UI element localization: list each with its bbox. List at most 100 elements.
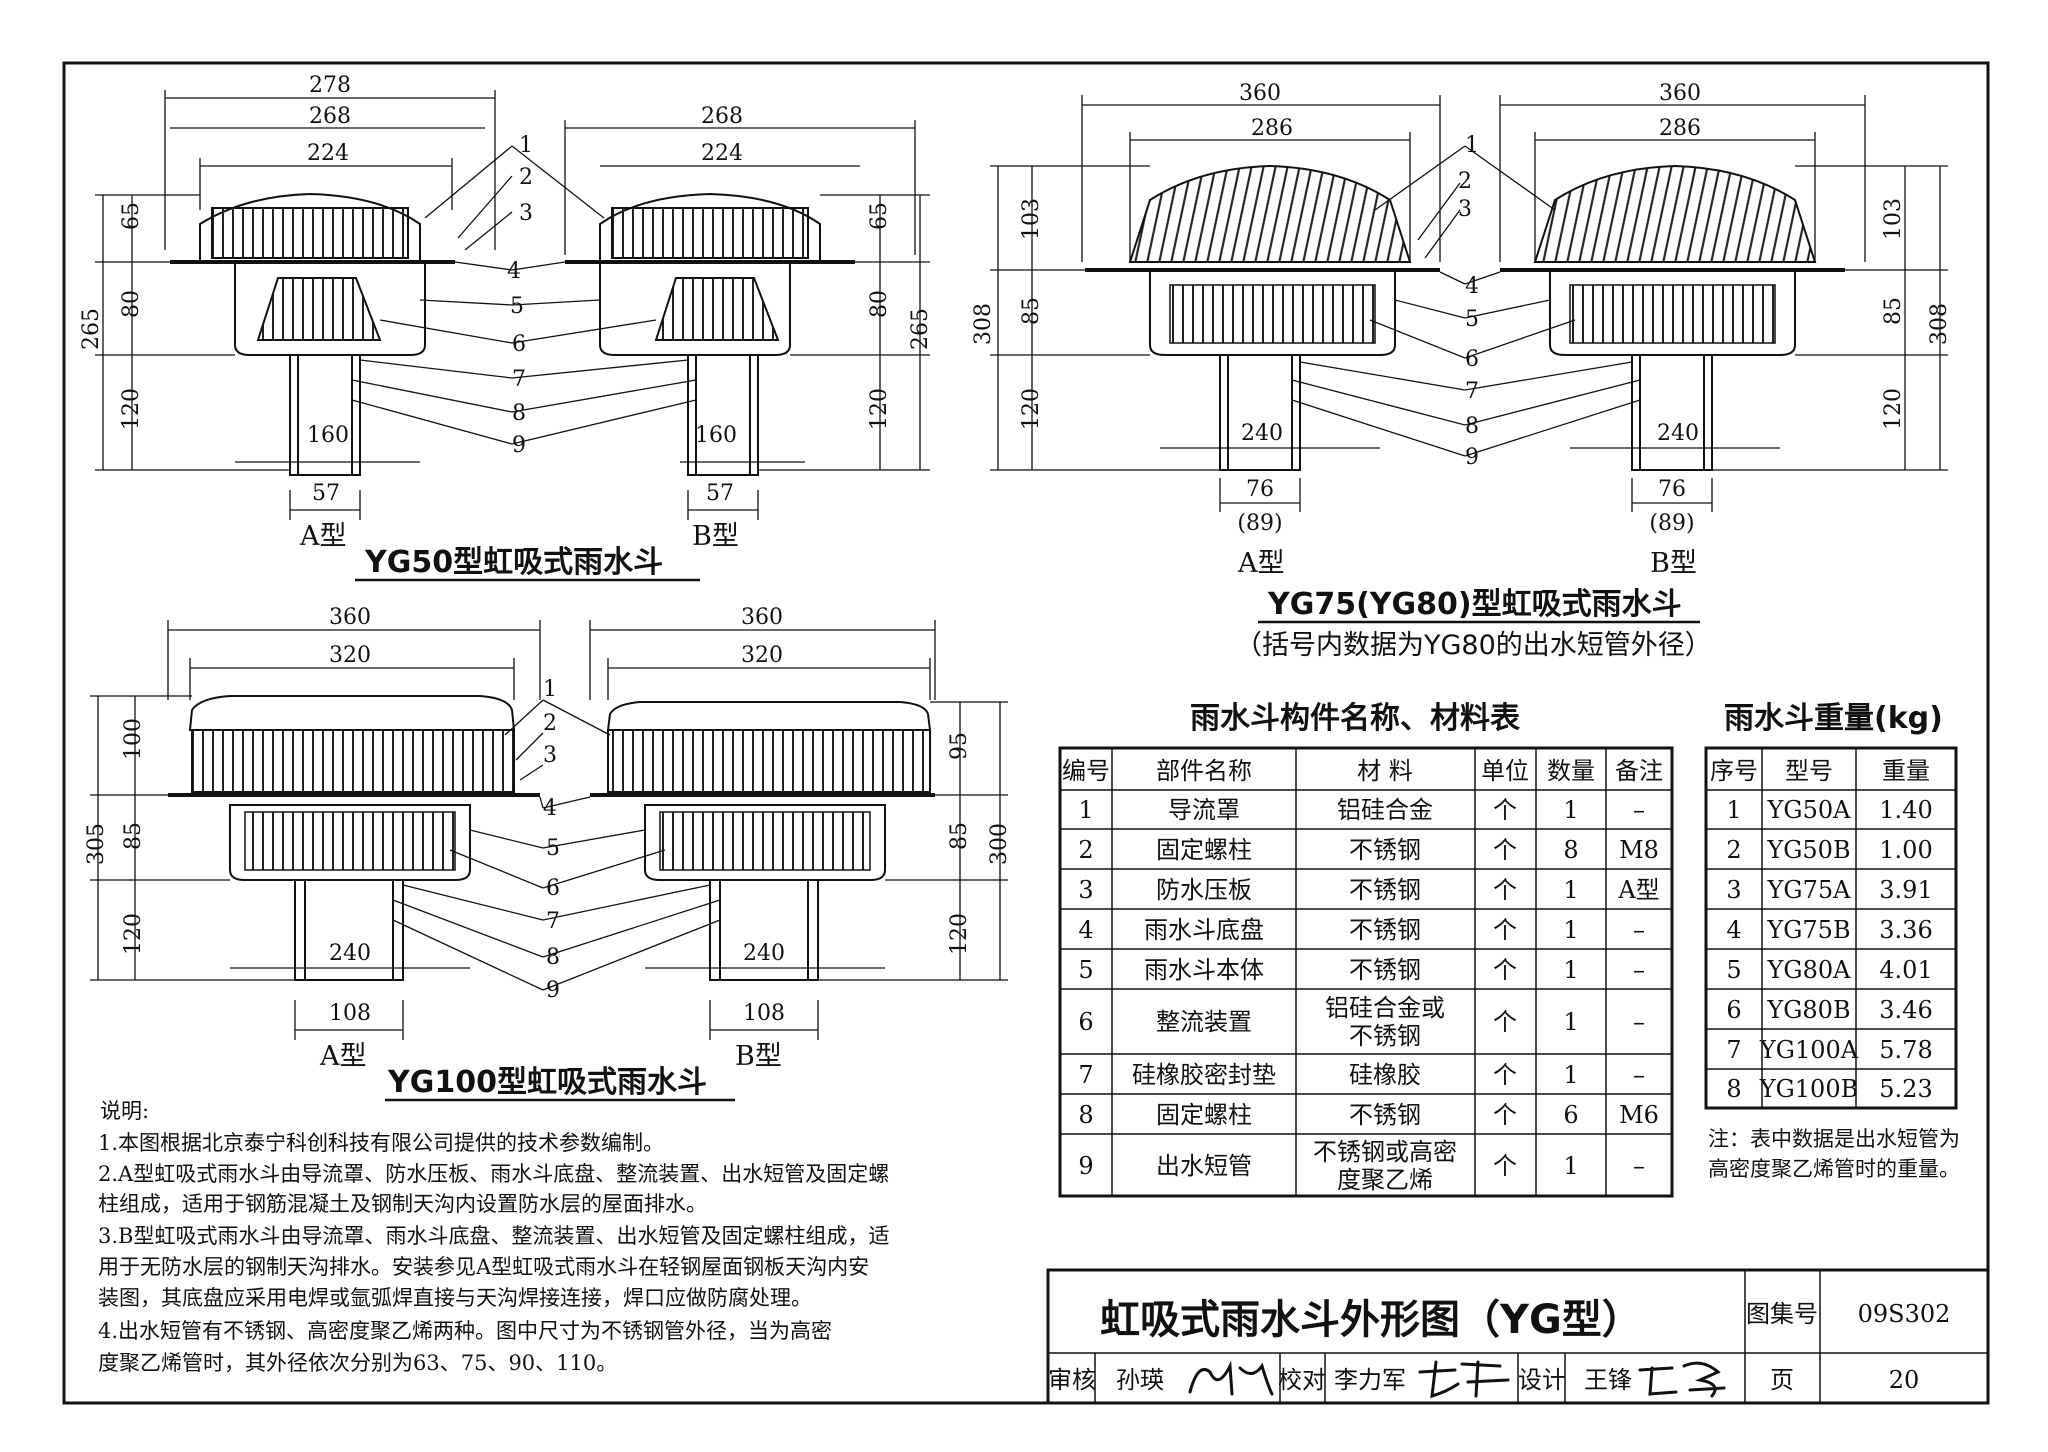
reviewer-signature <box>1188 1360 1274 1396</box>
mt-r5-no: 5 <box>1078 956 1093 984</box>
mt-r5-qty: 1 <box>1563 956 1578 984</box>
mt-r1-remark: – <box>1633 796 1645 824</box>
yg100-callout-1: 1 <box>543 677 557 702</box>
notes-line-7: 4.出水短管有不锈钢、高密度聚乙烯两种。图中尺寸为不锈钢管外径，当为高密 <box>98 1319 832 1343</box>
yg50-b-d57: 57 <box>706 481 734 506</box>
yg100-callout-7: 7 <box>546 909 560 934</box>
yg75-a-h120: 120 <box>1019 388 1044 430</box>
design-label: 设计 <box>1518 1366 1566 1394</box>
wt-r1-weight: 1.40 <box>1879 796 1932 824</box>
mt-r9-no: 9 <box>1078 1152 1093 1180</box>
yg50-a-h65: 65 <box>119 202 144 230</box>
designer-name: 王锋 <box>1584 1366 1632 1394</box>
mt-r6-qty: 1 <box>1563 1008 1578 1036</box>
yg75-dimension-lines <box>990 95 1948 512</box>
atlas-label: 图集号 <box>1746 1300 1818 1328</box>
mt-r4-unit: 个 <box>1493 916 1517 944</box>
sheet-border <box>62 61 1990 1405</box>
mt-r3-remark: A型 <box>1617 876 1659 904</box>
mt-r5-remark: – <box>1633 956 1645 984</box>
mt-r7-unit: 个 <box>1493 1061 1517 1089</box>
wt-r3-no: 3 <box>1726 876 1741 904</box>
wt-header-no: 序号 <box>1710 757 1758 785</box>
mt-r8-qty: 6 <box>1563 1101 1578 1129</box>
yg50-callout-6: 6 <box>512 332 526 357</box>
mt-r3-no: 3 <box>1078 876 1093 904</box>
wt-r2-no: 2 <box>1726 836 1741 864</box>
weight-note-line1: 注：表中数据是出水短管为 <box>1708 1127 1960 1151</box>
yg50-drawing <box>95 90 930 582</box>
mt-r9-qty: 1 <box>1563 1152 1578 1180</box>
yg100-a-h100: 100 <box>121 718 146 760</box>
yg100-dimension-lines <box>90 620 1008 1040</box>
notes-line-3: 柱组成，适用于钢筋混凝土及钢制天沟内设置防水层的屋面排水。 <box>98 1192 707 1216</box>
yg75-a-label: A型 <box>1237 548 1285 579</box>
yg100-a-width-320: 320 <box>329 643 371 668</box>
mt-r5-unit: 个 <box>1493 956 1517 984</box>
yg100-b-h120: 120 <box>947 913 972 955</box>
yg75-b-d76: 76 <box>1658 477 1686 502</box>
mt-r1-unit: 个 <box>1493 796 1517 824</box>
check-label: 校对 <box>1278 1366 1326 1394</box>
mt-r2-part: 固定螺柱 <box>1156 836 1252 864</box>
yg50-callout-1: 1 <box>519 133 533 158</box>
reviewer-name: 孙瑛 <box>1116 1366 1164 1394</box>
yg75-a-h308: 308 <box>971 303 996 345</box>
yg75-b-h120: 120 <box>1881 388 1906 430</box>
yg100-b-body <box>590 701 935 981</box>
yg50-callout-7: 7 <box>512 367 526 392</box>
mt-r8-material: 不锈钢 <box>1349 1101 1421 1129</box>
mt-r7-part: 硅橡胶密封垫 <box>1132 1061 1276 1089</box>
yg50-a-body <box>170 192 455 476</box>
wt-r3-model: YG75A <box>1767 876 1852 904</box>
mt-header-unit: 单位 <box>1481 757 1529 785</box>
yg75-a-d240: 240 <box>1241 421 1283 446</box>
yg100-a-h120: 120 <box>121 913 146 955</box>
yg75-b-label: B型 <box>1650 548 1697 579</box>
mt-r8-unit: 个 <box>1493 1101 1517 1129</box>
materials-table <box>1058 746 1674 1198</box>
yg100-callout-2: 2 <box>543 711 557 736</box>
yg50-a-label: A型 <box>299 521 347 552</box>
mt-r5-part: 雨水斗本体 <box>1144 956 1264 984</box>
atlas-number: 09S302 <box>1858 1300 1951 1328</box>
yg100-callout-3: 3 <box>543 743 557 768</box>
mt-r6-part: 整流装置 <box>1156 1008 1252 1036</box>
weight-table-text: 序号 型号 重量 1 YG50A 1.40 2 YG50B 1.00 3 YG7… <box>1710 757 1933 1103</box>
weight-table-title: 雨水斗重量(kg) <box>1724 701 1943 736</box>
yg100-title: YG100型虹吸式雨水斗 <box>387 1065 707 1100</box>
yg50-b-h120: 120 <box>867 388 892 430</box>
yg50-callout-5: 5 <box>510 294 524 319</box>
mt-r7-material: 硅橡胶 <box>1349 1061 1421 1089</box>
yg75-a-width-286: 286 <box>1251 116 1293 141</box>
wt-r1-no: 1 <box>1726 796 1741 824</box>
yg50-a-d160: 160 <box>307 423 349 448</box>
mt-r5-material: 不锈钢 <box>1349 956 1421 984</box>
notes-heading: 说明: <box>100 1099 149 1123</box>
yg50-b-width-224: 224 <box>701 141 743 166</box>
yg100-a-body <box>168 695 540 981</box>
mt-r8-remark: M6 <box>1619 1101 1659 1129</box>
yg75-subtitle: （括号内数据为YG80的出水短管外径） <box>1235 630 1712 661</box>
yg75-b-h308: 308 <box>1927 303 1952 345</box>
yg50-b-h65: 65 <box>867 202 892 230</box>
yg75-callout-8: 8 <box>1465 414 1479 439</box>
wt-r4-model: YG75B <box>1766 916 1850 944</box>
yg75-a-d76: 76 <box>1246 477 1274 502</box>
checker-signature <box>1418 1360 1510 1399</box>
wt-header-weight: 重量 <box>1882 757 1930 785</box>
weight-table <box>1704 746 1958 1110</box>
yg50-title: YG50型虹吸式雨水斗 <box>364 545 663 580</box>
yg75-b-h85: 85 <box>1881 297 1906 325</box>
checker-name: 李力军 <box>1334 1366 1406 1394</box>
yg75-callout-6: 6 <box>1465 347 1479 372</box>
wt-r4-weight: 3.36 <box>1879 916 1932 944</box>
yg50-callout-3: 3 <box>519 201 533 226</box>
yg100-callout-9: 9 <box>546 978 560 1003</box>
wt-r3-weight: 3.91 <box>1879 876 1932 904</box>
yg75-b-d240: 240 <box>1657 421 1699 446</box>
title-block-text: 虹吸式雨水斗外形图（YG型） 图集号 09S302 审核 孙瑛 校对 李力军 设… <box>1048 1297 1950 1394</box>
mt-r2-qty: 8 <box>1563 836 1578 864</box>
yg100-a-d108: 108 <box>329 1001 371 1026</box>
yg75-a-h85: 85 <box>1019 297 1044 325</box>
